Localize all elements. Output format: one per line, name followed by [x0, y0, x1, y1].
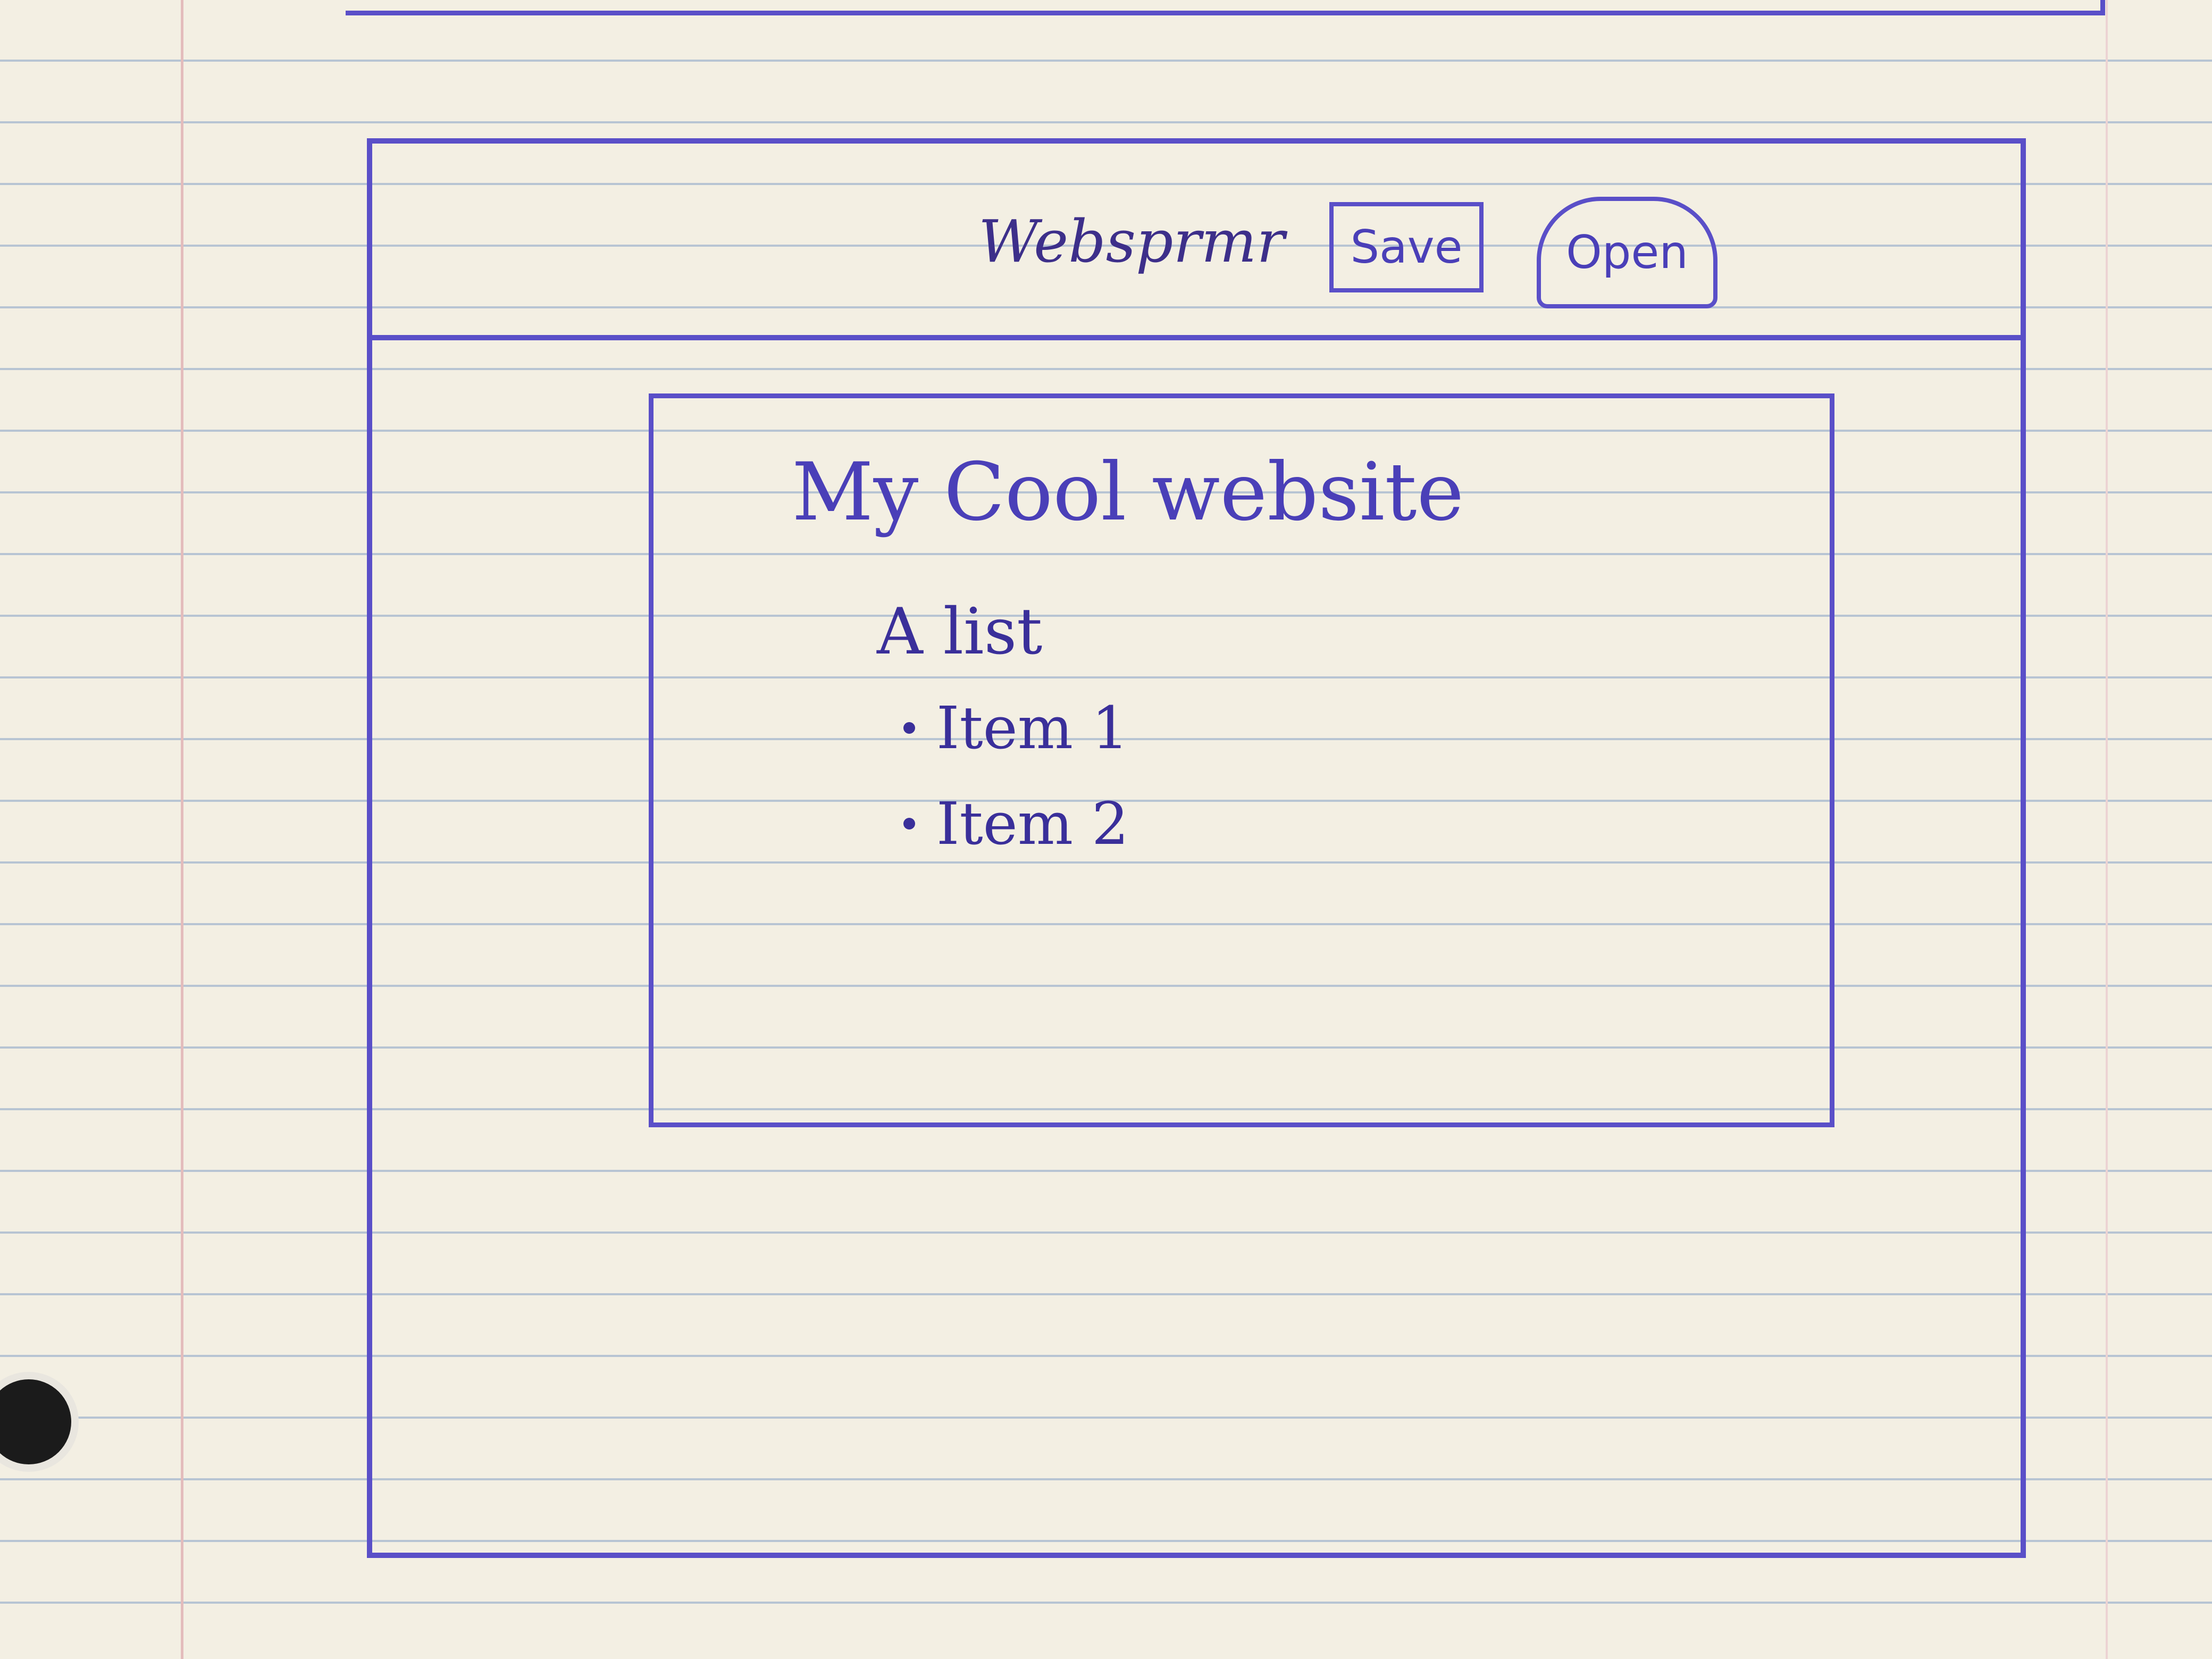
bullet-icon: [903, 722, 915, 734]
item-list: Item 1 Item 2: [903, 680, 1129, 872]
toolbar: Websprmr Save Open: [372, 144, 2021, 340]
list-item: Item 1: [903, 680, 1129, 776]
bullet-icon: [903, 818, 915, 830]
page-heading: My Cool website: [792, 446, 1464, 539]
list-item: Item 2: [903, 776, 1129, 872]
app-window: Websprmr Save Open My Cool website A lis…: [367, 138, 2026, 1558]
website-preview: My Cool website A list Item 1 Item 2: [649, 393, 1834, 1127]
paper-margin-line-right: [2106, 0, 2108, 1659]
paper-margin-line: [181, 0, 183, 1659]
list-item-label: Item 1: [936, 694, 1129, 762]
list-title: A list: [877, 595, 1043, 669]
save-button[interactable]: Save: [1329, 202, 1484, 292]
open-button[interactable]: Open: [1537, 197, 1717, 308]
app-title: Websprmr: [978, 207, 1285, 275]
previous-sketch-edge: [346, 0, 2105, 15]
list-item-label: Item 2: [936, 790, 1129, 858]
binder-hole: [0, 1372, 79, 1472]
